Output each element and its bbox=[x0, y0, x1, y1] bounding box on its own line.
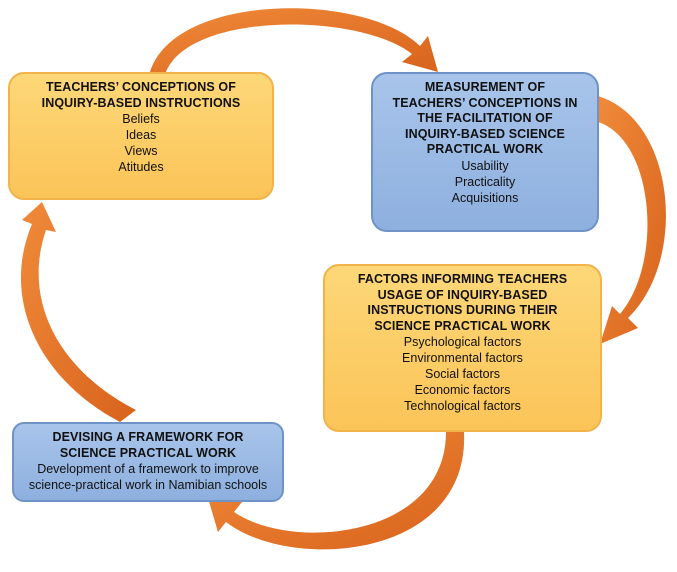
conceptions-item: Beliefs bbox=[122, 112, 160, 126]
measurement-box: MEASUREMENT OF TEACHERS’ CONCEPTIONS IN … bbox=[371, 72, 599, 232]
factors-list: Psychological factors Environmental fact… bbox=[325, 334, 600, 414]
factors-item: Technological factors bbox=[404, 399, 521, 413]
factors-title: FACTORS INFORMING TEACHERS USAGE OF INQU… bbox=[357, 272, 568, 333]
factors-item: Social factors bbox=[424, 367, 501, 381]
arrow-framework-to-conceptions bbox=[20, 202, 136, 422]
factors-item: Environmental factors bbox=[402, 351, 523, 365]
conceptions-title: TEACHERS’ CONCEPTIONS OF INQUIRY-BASED I… bbox=[41, 80, 241, 110]
measurement-item: Practicality bbox=[454, 174, 516, 189]
conceptions-item: Atitudes bbox=[118, 160, 164, 174]
factors-item: Economic factors bbox=[414, 383, 511, 397]
framework-box: DEVISING A FRAMEWORK FOR SCIENCE PRACTIC… bbox=[12, 422, 284, 502]
measurement-list: Usability Practicality Acquisitions bbox=[373, 158, 597, 206]
conceptions-list: Beliefs Ideas Views Atitudes bbox=[10, 111, 272, 175]
conceptions-item: Ideas bbox=[125, 128, 157, 142]
arrow-measurement-to-factors bbox=[598, 96, 666, 344]
arrow-factors-to-framework bbox=[208, 432, 465, 550]
conceptions-item: Views bbox=[124, 144, 158, 158]
arrow-conceptions-to-measurement bbox=[150, 8, 438, 72]
framework-description: Development of a framework to improve sc… bbox=[28, 462, 268, 492]
conceptions-box: TEACHERS’ CONCEPTIONS OF INQUIRY-BASED I… bbox=[8, 72, 274, 200]
factors-box: FACTORS INFORMING TEACHERS USAGE OF INQU… bbox=[323, 264, 602, 432]
measurement-item: Acquisitions bbox=[451, 190, 519, 205]
measurement-item: Usability bbox=[461, 158, 509, 173]
framework-title: DEVISING A FRAMEWORK FOR SCIENCE PRACTIC… bbox=[52, 430, 244, 460]
measurement-title: MEASUREMENT OF TEACHERS’ CONCEPTIONS IN … bbox=[392, 80, 578, 156]
factors-item: Psychological factors bbox=[403, 335, 522, 349]
